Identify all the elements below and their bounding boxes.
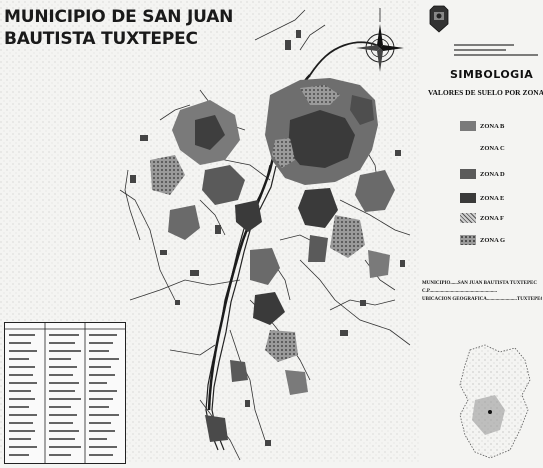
- swatch-zona-g: [460, 235, 476, 245]
- urban-core: [265, 78, 378, 185]
- legend-heading: SIMBOLOGIA: [450, 68, 534, 81]
- east-neighborhoods: [298, 170, 395, 278]
- institution-block: [454, 42, 540, 63]
- legend-panel: SIMBOLOGIA VALORES DE SUELO POR ZONA ZON…: [420, 0, 543, 462]
- info-line-municipio: MUNICIPIO......SAN JUAN BAUTISTA TUXTEPE…: [422, 281, 537, 286]
- legend-label: ZONA G: [480, 236, 506, 244]
- legend-label: ZONA E: [480, 194, 505, 202]
- legend-item-zona-f: ZONA F: [460, 212, 504, 224]
- legend-item-zona-g: ZONA G: [460, 234, 505, 246]
- legend-item-zona-e: ZONA E: [460, 192, 504, 204]
- info-line-cp: C.P.....................................…: [422, 289, 497, 294]
- west-neighborhoods: [150, 100, 262, 240]
- legend-item-zona-b: ZONA B: [460, 120, 504, 132]
- swatch-zona-d: [460, 169, 476, 179]
- map-title-line1: MUNICIPIO DE SAN JUAN: [4, 7, 234, 27]
- scattered-blocks: [130, 30, 405, 446]
- map-title: MUNICIPIO DE SAN JUAN BAUTISTA TUXTEPEC: [4, 6, 233, 50]
- map-title-line2: BAUTISTA TUXTEPEC: [4, 29, 198, 49]
- info-line-ubicacion: UBICACION GEOGRAFICA....................…: [422, 297, 542, 302]
- legend-label: ZONA C: [480, 144, 505, 152]
- legend-subheading: VALORES DE SUELO POR ZONA: [428, 88, 543, 97]
- south-settlements: [205, 248, 308, 442]
- institution-text-lines: [454, 44, 538, 56]
- legend-item-zona-d: ZONA D: [460, 168, 505, 180]
- legend-item-zona-c: ZONA C: [460, 142, 505, 154]
- municipal-emblem-icon: [429, 5, 449, 33]
- data-table-grid: [5, 323, 125, 463]
- locator-inset-map: [459, 344, 531, 459]
- swatch-zona-c: [460, 143, 476, 153]
- legend-label: ZONA F: [480, 214, 505, 222]
- location-info: MUNICIPIO......SAN JUAN BAUTISTA TUXTEPE…: [422, 280, 542, 304]
- data-table: [4, 322, 126, 464]
- swatch-zona-f: [460, 213, 476, 223]
- river-branch: [309, 41, 386, 76]
- north-arrow-compass-icon: [356, 8, 404, 72]
- swatch-zona-b: [460, 121, 476, 131]
- legend-label: ZONA D: [480, 170, 505, 178]
- swatch-zona-e: [460, 193, 476, 203]
- legend-label: ZONA B: [480, 122, 505, 130]
